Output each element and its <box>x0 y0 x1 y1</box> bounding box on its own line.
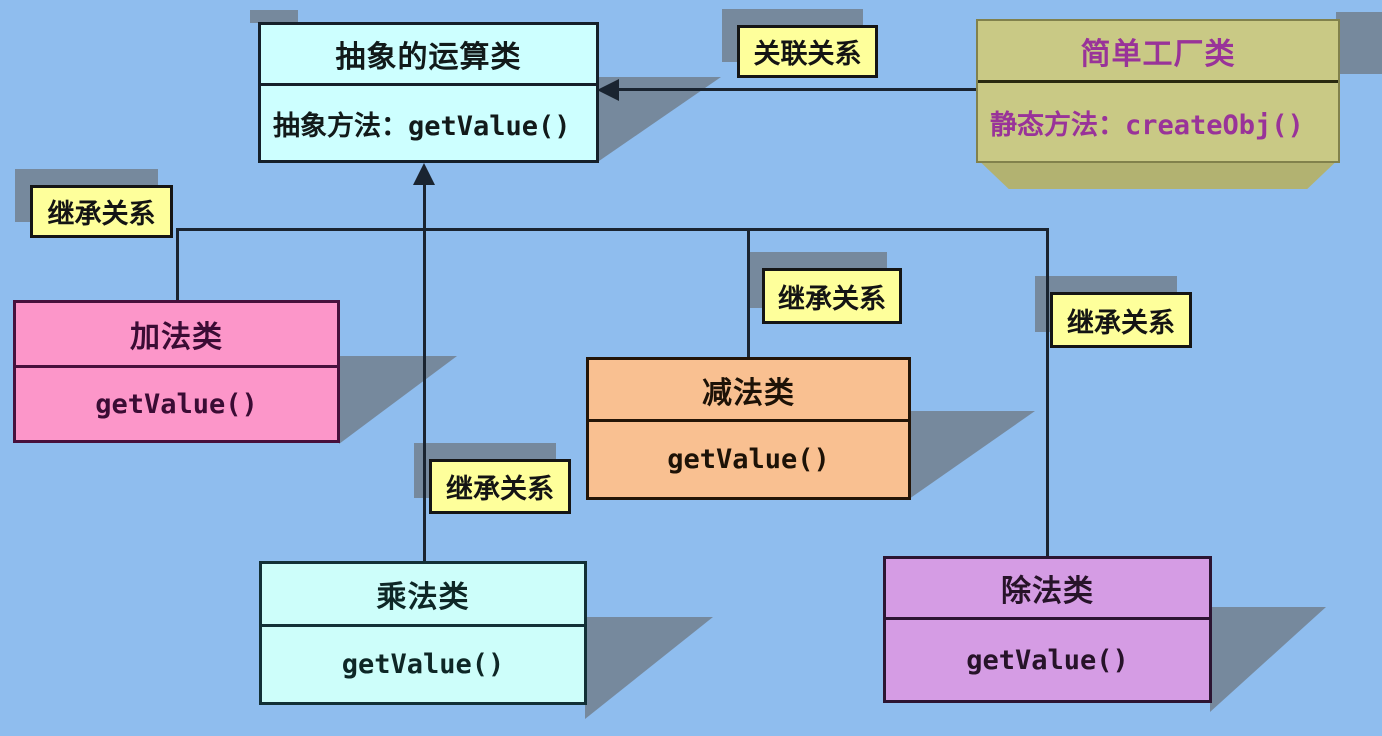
inheritance-connector-mul <box>423 180 426 564</box>
class-title: 减法类 <box>589 360 908 422</box>
class-box-division: 除法类 getValue() <box>883 556 1212 703</box>
class-method: getValue() <box>667 444 830 475</box>
inheritance-connector-add <box>176 228 179 303</box>
inheritance-connector-sub <box>747 228 750 360</box>
class-title: 乘法类 <box>262 564 584 627</box>
label-inheritance-relationship-right: 继承关系 <box>1050 292 1192 348</box>
class-title: 除法类 <box>886 559 1209 620</box>
add-class-shadow <box>339 356 457 444</box>
factory-class-shadow <box>1336 12 1382 74</box>
association-arrowhead-icon <box>597 79 619 101</box>
mul-class-shadow <box>585 617 713 719</box>
class-method: 静态方法：createObj() <box>990 109 1304 141</box>
class-title: 抽象的运算类 <box>261 25 596 86</box>
inheritance-bus-connector <box>176 228 1049 231</box>
class-box-addition: 加法类 getValue() <box>13 300 340 443</box>
label-inheritance-relationship-left: 继承关系 <box>30 185 173 238</box>
class-method: 抽象方法：getValue() <box>273 110 571 142</box>
div-class-shadow <box>1210 607 1326 712</box>
inheritance-arrowhead-icon <box>413 163 435 185</box>
factory-bottom-bevel <box>981 163 1335 189</box>
class-title: 简单工厂类 <box>978 21 1338 83</box>
inheritance-connector-div <box>1046 228 1049 559</box>
class-method: getValue() <box>341 649 505 680</box>
label-inheritance-relationship-mid: 继承关系 <box>762 268 902 324</box>
class-title: 加法类 <box>16 303 337 368</box>
abstract-class-shadow-sliver <box>250 10 298 23</box>
label-association-relationship: 关联关系 <box>737 25 878 78</box>
class-box-abstract-operation: 抽象的运算类 抽象方法：getValue() <box>258 22 599 163</box>
class-method: getValue() <box>966 644 1129 676</box>
association-connector <box>615 88 979 91</box>
class-box-multiplication: 乘法类 getValue() <box>259 561 587 705</box>
label-inheritance-relationship-mul: 继承关系 <box>429 459 571 514</box>
class-box-subtraction: 减法类 getValue() <box>586 357 911 500</box>
sub-class-shadow <box>909 411 1035 499</box>
class-box-simple-factory: 简单工厂类 静态方法：createObj() <box>976 19 1340 190</box>
factory-main-panel: 简单工厂类 静态方法：createObj() <box>976 19 1340 163</box>
class-method: getValue() <box>95 388 258 420</box>
